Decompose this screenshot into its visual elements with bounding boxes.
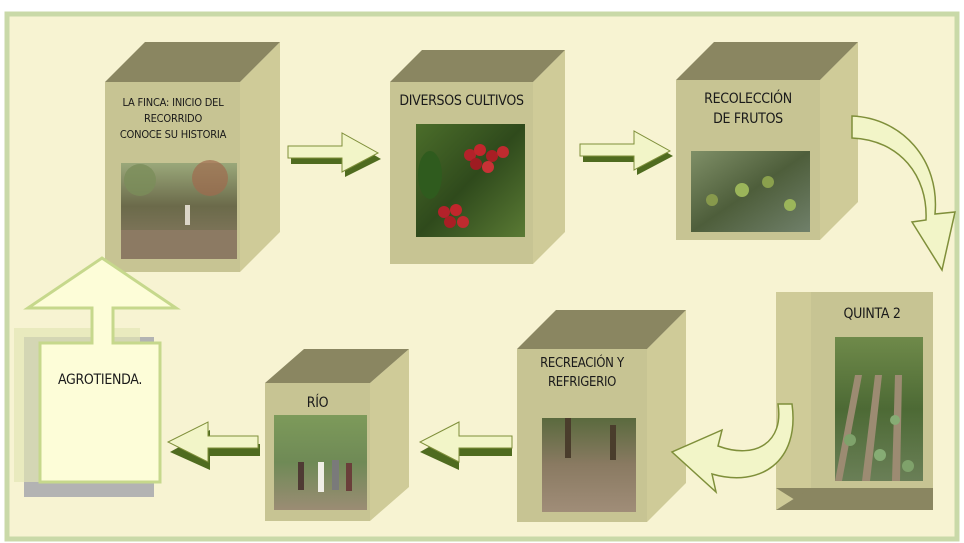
photo-quinta <box>835 337 923 481</box>
photo-finca <box>121 160 237 259</box>
curved-arrow-quinta-to-recreacion <box>670 403 794 495</box>
agrotienda-block <box>14 256 181 497</box>
step-label-rio: RÍO <box>306 395 329 411</box>
arrow-finca-to-cultivos <box>287 132 381 177</box>
step-label-cultivos: DIVERSOS CULTIVOS <box>399 93 524 109</box>
photo-recreacion <box>542 418 636 512</box>
curved-arrow-frutos-to-quinta <box>851 115 956 272</box>
photo-frutos <box>691 151 810 232</box>
arrow-cultivos-to-frutos <box>579 130 673 175</box>
photo-rio <box>274 415 367 510</box>
step-label-quinta: QUINTA 2 <box>843 306 901 322</box>
step-label-frutos: RECOLECCIÓN DE FRUTOS <box>704 91 792 128</box>
arrow-rio-to-agrotienda <box>166 421 260 470</box>
photo-cultivos <box>416 124 525 237</box>
step-label-recreacion: RECREACIÓN Y REFRIGERIO <box>540 356 624 390</box>
arrow-recreacion-to-rio <box>418 421 513 470</box>
step-label-finca: LA FINCA: INICIO DEL RECORRIDO CONOCE SU… <box>119 96 227 141</box>
step-label-agrotienda: AGROTIENDA. <box>57 372 143 388</box>
